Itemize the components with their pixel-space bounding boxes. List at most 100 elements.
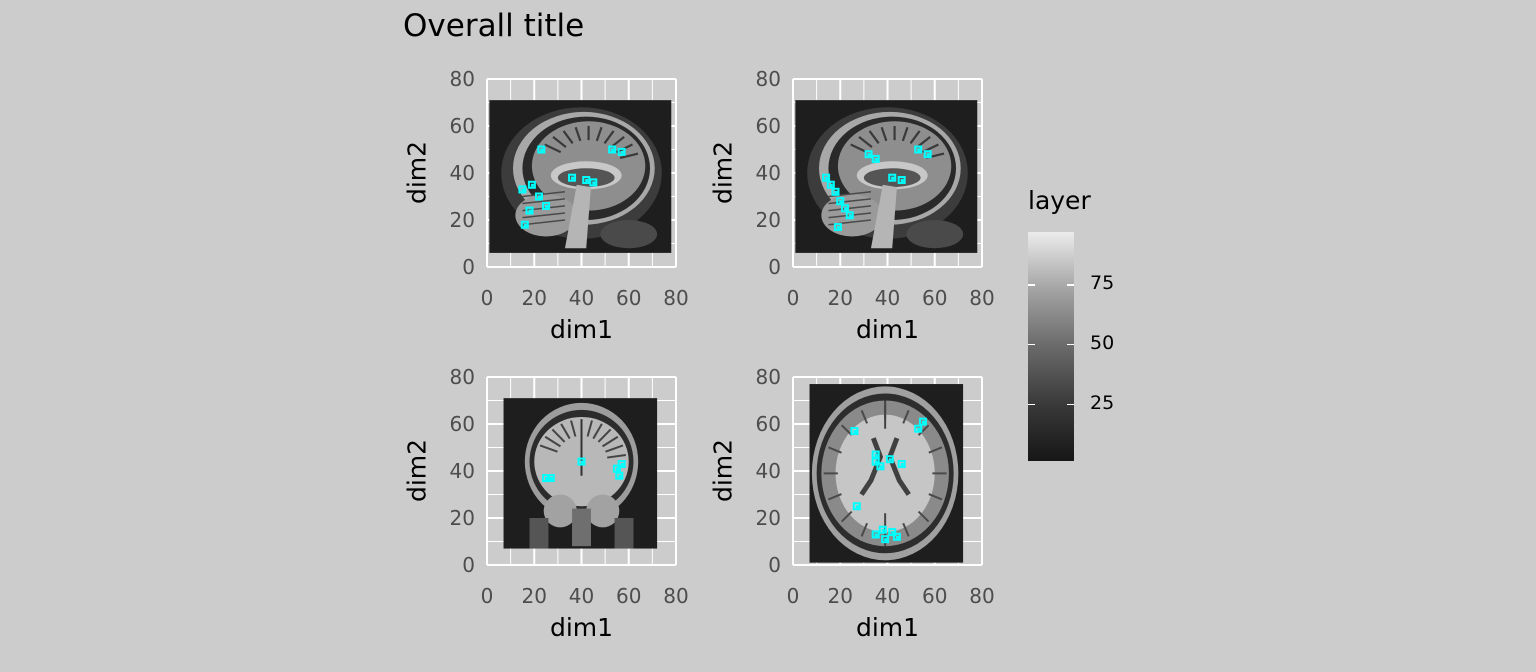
y-tick-label: 20 — [756, 506, 781, 530]
activation-blob — [914, 424, 923, 433]
sulcus — [570, 420, 577, 437]
activation-blob — [822, 173, 831, 182]
sulcus — [928, 493, 943, 501]
sulcus — [560, 423, 571, 440]
activation-blob — [589, 178, 598, 187]
sulcus — [917, 424, 930, 436]
folia — [522, 212, 566, 219]
activation-voxel — [853, 430, 857, 434]
legend-tick — [1028, 344, 1035, 346]
activation-blob — [527, 180, 536, 189]
activation-blob — [845, 211, 854, 220]
activation-blob — [534, 192, 543, 201]
x-tick-label: 20 — [828, 584, 853, 608]
y-tick-label: 40 — [450, 161, 475, 185]
activation-voxel — [917, 427, 921, 431]
activation-blob — [568, 173, 577, 182]
activation-voxel — [620, 462, 624, 466]
folia — [828, 198, 872, 205]
y-tick-label: 40 — [450, 459, 475, 483]
activation-voxel — [836, 226, 840, 230]
sulcus — [539, 444, 558, 453]
activation-voxel — [874, 453, 878, 457]
y-tick-label: 0 — [768, 255, 781, 279]
x-tick-label: 80 — [969, 286, 994, 310]
activation-blob — [615, 471, 624, 480]
activation-blob — [892, 532, 901, 541]
activation-blob — [878, 525, 887, 534]
brain-anatomy — [807, 107, 968, 249]
activation-blob — [871, 450, 880, 459]
sulcus — [552, 135, 567, 148]
folia — [522, 198, 566, 205]
x-tick-label: 0 — [787, 584, 800, 608]
activation-voxel — [881, 528, 885, 532]
activation-voxel — [855, 505, 859, 509]
x-tick-label: 20 — [522, 584, 547, 608]
sulcus — [840, 510, 853, 523]
sulcus — [610, 135, 625, 148]
activation-voxel — [585, 179, 589, 183]
x-tick-label: 40 — [569, 286, 594, 310]
y-tick-label: 20 — [450, 208, 475, 232]
activation-voxel — [540, 148, 544, 152]
x-tick-label: 60 — [922, 584, 947, 608]
activation-blob — [888, 528, 897, 537]
activation-voxel — [521, 188, 525, 192]
cerebellum-left — [543, 494, 577, 528]
sulcus — [544, 435, 562, 448]
activation-voxel — [874, 157, 878, 161]
activation-voxel — [891, 176, 895, 180]
x-tick-label: 40 — [875, 584, 900, 608]
activation-voxel — [839, 200, 843, 204]
activation-voxel — [926, 153, 930, 157]
brain-anatomy — [811, 386, 959, 561]
y-axis-label: dim2 — [402, 140, 432, 205]
activation-voxel — [888, 458, 892, 462]
face-tissue — [906, 220, 964, 249]
cerebellum-right — [586, 494, 620, 528]
legend-tick — [1028, 284, 1035, 286]
activation-voxel — [571, 176, 575, 180]
x-tick-label: 80 — [663, 584, 688, 608]
activation-voxel — [884, 538, 888, 542]
neck — [572, 508, 591, 547]
activation-blob — [871, 457, 880, 466]
activation-blob — [888, 173, 897, 182]
sulcus — [916, 135, 931, 148]
legend-tick-label: 25 — [1090, 391, 1115, 414]
y-tick-label: 60 — [756, 114, 781, 138]
activation-blob — [582, 176, 591, 185]
activation-voxel — [825, 176, 829, 180]
x-tick-label: 20 — [522, 286, 547, 310]
activation-voxel — [891, 531, 895, 535]
y-tick-label: 0 — [768, 553, 781, 577]
activation-voxel — [848, 214, 852, 218]
sulcus — [605, 444, 624, 453]
activation-blob — [542, 201, 551, 210]
activation-voxel — [900, 179, 904, 183]
sulcus — [562, 130, 574, 144]
sulcus — [551, 428, 566, 443]
legend-title: layer — [1028, 186, 1091, 215]
x-tick-label: 80 — [969, 584, 994, 608]
y-tick-label: 20 — [756, 208, 781, 232]
sulcus — [868, 130, 880, 144]
activation-blob — [897, 176, 906, 185]
y-tick-label: 40 — [756, 161, 781, 185]
activation-voxel — [545, 204, 549, 208]
activation-blob — [608, 145, 617, 154]
x-tick-label: 0 — [481, 584, 494, 608]
activation-voxel — [829, 183, 833, 187]
activation-blob — [612, 464, 621, 473]
x-axis-label: dim1 — [549, 315, 614, 344]
chart-title: Overall title — [403, 8, 585, 44]
sulcus — [917, 510, 930, 523]
x-tick-label: 60 — [922, 286, 947, 310]
activation-blob — [864, 150, 873, 159]
activation-blob — [518, 185, 527, 194]
